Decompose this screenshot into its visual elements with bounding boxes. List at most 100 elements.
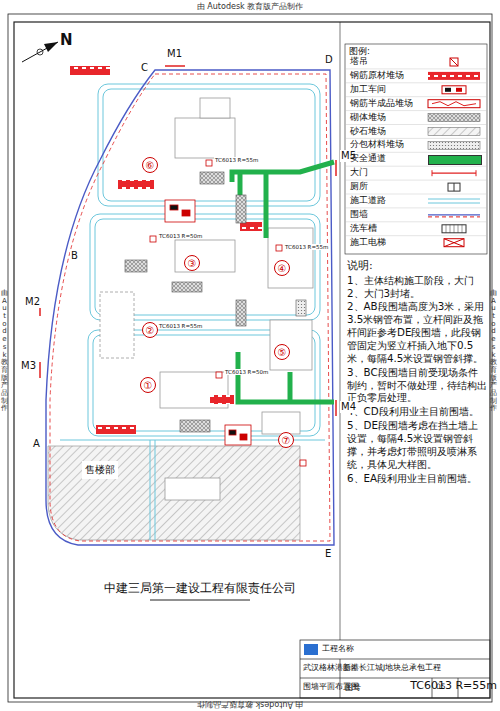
legend-text: 加工车间 — [350, 85, 386, 95]
gate-label: M3 — [20, 360, 37, 372]
callout-number: ③ — [188, 258, 197, 269]
rebar-yard — [96, 425, 136, 434]
safety-passage — [238, 352, 334, 402]
north-label: N — [60, 32, 73, 49]
processing-shed — [240, 434, 247, 440]
legend-sample — [454, 225, 455, 233]
legend-sample — [432, 173, 476, 174]
processing-shed — [170, 205, 178, 210]
watermark: 由 Autodesk 教育版产品制作 — [490, 290, 497, 413]
legend-text: 施工道路 — [350, 196, 386, 206]
crane-label: TC6013 R=50m — [158, 233, 203, 239]
legend-sample — [442, 86, 466, 94]
tower-crane — [276, 245, 282, 251]
title-block — [304, 644, 318, 655]
construction-road — [60, 440, 325, 540]
sheet-frame — [340, 22, 341, 640]
corner-label: E — [324, 548, 332, 560]
masonry-yard — [236, 300, 246, 326]
processing-shed — [165, 200, 195, 222]
title-block-cell: TC6013 R=55m — [410, 680, 497, 693]
heading-text: 中建三局第一建设工程有限责任公司 — [104, 582, 296, 596]
legend-sample — [345, 68, 487, 69]
legend-sample — [345, 82, 487, 83]
legend-sample — [432, 102, 476, 106]
north-arrow — [22, 42, 58, 62]
notes-block: 说明:1、主体结构施工阶段，大门2、大门3封堵。2、AB段围墙高度为3米，采用3… — [347, 259, 487, 486]
building-outline — [175, 240, 235, 272]
title-block-cell: 图号 — [345, 683, 361, 692]
corner-label: D — [324, 54, 334, 66]
legend-sample — [428, 199, 480, 200]
building-number: ⑤ — [274, 344, 290, 360]
title-block — [300, 659, 490, 660]
legend-sample — [476, 170, 477, 176]
watermark: 由 Autodesk 教育版产品制作 — [1, 290, 8, 413]
crane-label: TC6013 R=55m — [284, 244, 329, 250]
safety-passage — [264, 172, 269, 238]
building-number: ⑥ — [142, 157, 158, 173]
tower-crane — [216, 372, 222, 378]
area-name: 售楼部 — [85, 463, 115, 477]
gate-mark — [165, 65, 185, 67]
building-outline — [262, 412, 300, 434]
legend-box — [345, 44, 487, 254]
callout-number: ⑤ — [278, 347, 287, 358]
legend-sample — [428, 216, 480, 217]
masonry-yard — [200, 172, 224, 184]
legend-sample — [450, 58, 458, 66]
legend-sample — [345, 194, 487, 195]
legend-sample — [444, 239, 464, 247]
tower-crane — [206, 160, 212, 166]
callout-number: ⑥ — [146, 160, 155, 171]
legend-sample — [458, 225, 459, 233]
gate-label: M4 — [340, 401, 357, 413]
masonry-yard — [125, 260, 147, 272]
legend-sample — [428, 72, 480, 80]
tower-crane — [150, 236, 156, 242]
gate-mark — [335, 400, 337, 416]
construction-road — [98, 84, 320, 206]
gate-label: M1 — [166, 48, 183, 60]
masonry-yard — [125, 172, 306, 432]
legend-sample — [345, 110, 487, 111]
legend-sample — [345, 124, 487, 125]
construction-road — [60, 84, 325, 540]
callout-number: ② — [146, 325, 155, 336]
crane-label: TC6013 R=55m — [158, 323, 203, 329]
legend-sample — [428, 100, 480, 108]
building-outline — [268, 228, 313, 288]
site-boundary-wall — [46, 70, 334, 545]
rebar-yard — [210, 395, 234, 404]
legend-text: 砌体堆场 — [350, 113, 386, 123]
crane-label: TC6013 R=55m — [214, 157, 259, 163]
building-outline — [270, 320, 312, 370]
masonry-yard — [180, 420, 210, 432]
gate-mark — [39, 362, 41, 378]
tower-crane — [300, 460, 306, 466]
site-boundary-wall — [50, 74, 330, 541]
sales-office-area — [48, 446, 300, 540]
masonry-yard — [236, 195, 246, 223]
legend-sample — [442, 225, 466, 233]
area-label: 售楼部 — [82, 461, 118, 479]
legend-sample — [428, 114, 480, 122]
crane-label: TC6013 R=50m — [224, 369, 269, 375]
legend-box — [345, 44, 487, 254]
legend-sample — [345, 221, 487, 222]
legend-text: 安全通道 — [350, 154, 386, 164]
legend-text: 施工电梯 — [350, 238, 386, 248]
legend-sample — [345, 138, 487, 139]
processing-shed — [229, 430, 236, 435]
site-boundary-wall — [46, 70, 334, 545]
legend-sample — [454, 183, 455, 191]
building-outline — [100, 98, 313, 500]
building-number: ⑦ — [278, 432, 294, 448]
note-text: 2、AB段围墙高度为3米，采用3.5米钢管布置，立杆间距及拖杆间距参考DE段围墙… — [347, 300, 487, 364]
north-arrow — [37, 49, 43, 55]
sales-office-area — [48, 446, 300, 540]
rebar-yard — [70, 66, 110, 75]
legend-sample — [428, 128, 480, 136]
legend-sample — [345, 207, 487, 208]
title-block — [300, 678, 490, 679]
